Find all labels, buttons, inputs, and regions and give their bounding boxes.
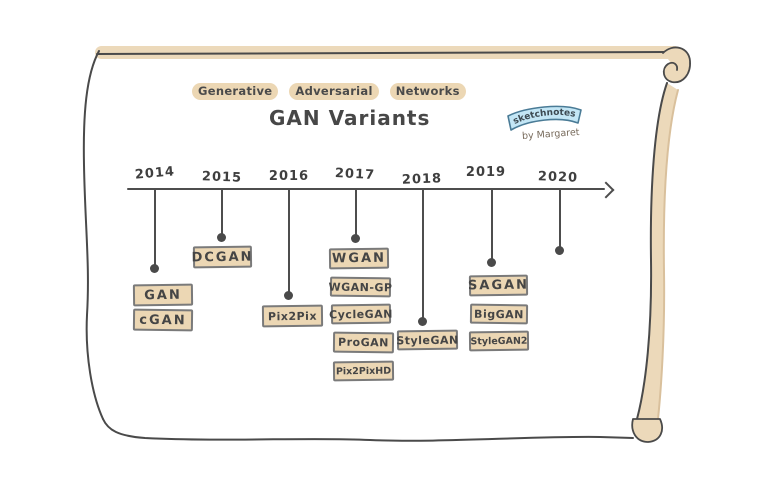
- timeline-stem: [491, 189, 493, 262]
- scroll-top-curl: [662, 46, 691, 84]
- variant-box: GAN: [132, 283, 194, 307]
- subtitle-highlight-word: Adversarial: [289, 83, 379, 100]
- timeline-year-label: 2015: [201, 169, 243, 186]
- timeline-dot: [418, 317, 427, 326]
- timeline-stem: [221, 189, 223, 237]
- timeline-dot: [284, 291, 293, 300]
- scroll-left-edge: [82, 50, 104, 420]
- timeline-dot: [351, 234, 360, 243]
- timeline-dot: [150, 264, 159, 273]
- timeline-year-label: 2018: [401, 171, 443, 188]
- variant-box: BigGAN: [469, 303, 529, 325]
- timeline-dot: [555, 246, 564, 255]
- timeline-year-label: 2019: [465, 165, 507, 180]
- timeline-year-label: 2017: [334, 165, 376, 184]
- subtitle: Generative Adversarial Networks: [192, 83, 466, 100]
- scroll-top-edge-line: [96, 51, 667, 55]
- scroll-right-band: [637, 83, 678, 419]
- timeline-dot: [487, 258, 496, 267]
- variant-box: cGAN: [132, 308, 194, 332]
- variant-box: WGAN: [328, 247, 390, 270]
- timeline-stem: [559, 189, 561, 250]
- variant-box: StyleGAN2: [468, 330, 530, 352]
- subtitle-highlight-word: Networks: [389, 83, 466, 100]
- timeline-stem: [422, 189, 424, 321]
- subtitle-highlight-word: Generative: [192, 83, 279, 100]
- variant-box: Pix2PixHD: [332, 360, 395, 382]
- variant-box: SAGAN: [468, 274, 529, 297]
- badge-ribbon-icon: [507, 105, 582, 131]
- scroll-bottom-curl: [631, 418, 663, 443]
- variant-box: CycleGAN: [329, 303, 393, 325]
- scroll-bottom-edge: [102, 418, 634, 442]
- page-title: GAN Variants: [269, 106, 431, 130]
- scroll-right-band-inner-line: [636, 82, 668, 420]
- badge-byline-text: by Margaret: [522, 127, 580, 142]
- timeline-stem: [355, 189, 357, 238]
- variant-box: StyleGAN: [396, 329, 459, 351]
- variant-box: WGAN-GP: [328, 276, 393, 298]
- timeline-dot: [217, 233, 226, 242]
- timeline-year-label: 2016: [268, 169, 310, 184]
- timeline-axis-line: [127, 188, 605, 190]
- variant-box: DCGAN: [191, 245, 254, 269]
- timeline-year-label: 2020: [537, 169, 579, 186]
- scroll-right-band-outer-line: [657, 89, 679, 420]
- variant-box: Pix2Pix: [261, 304, 324, 328]
- timeline-stem: [154, 189, 156, 268]
- sketchnotes-badge: sketchnotes by Margaret: [507, 105, 582, 142]
- variant-box: ProGAN: [332, 331, 395, 354]
- timeline-stem: [288, 189, 290, 295]
